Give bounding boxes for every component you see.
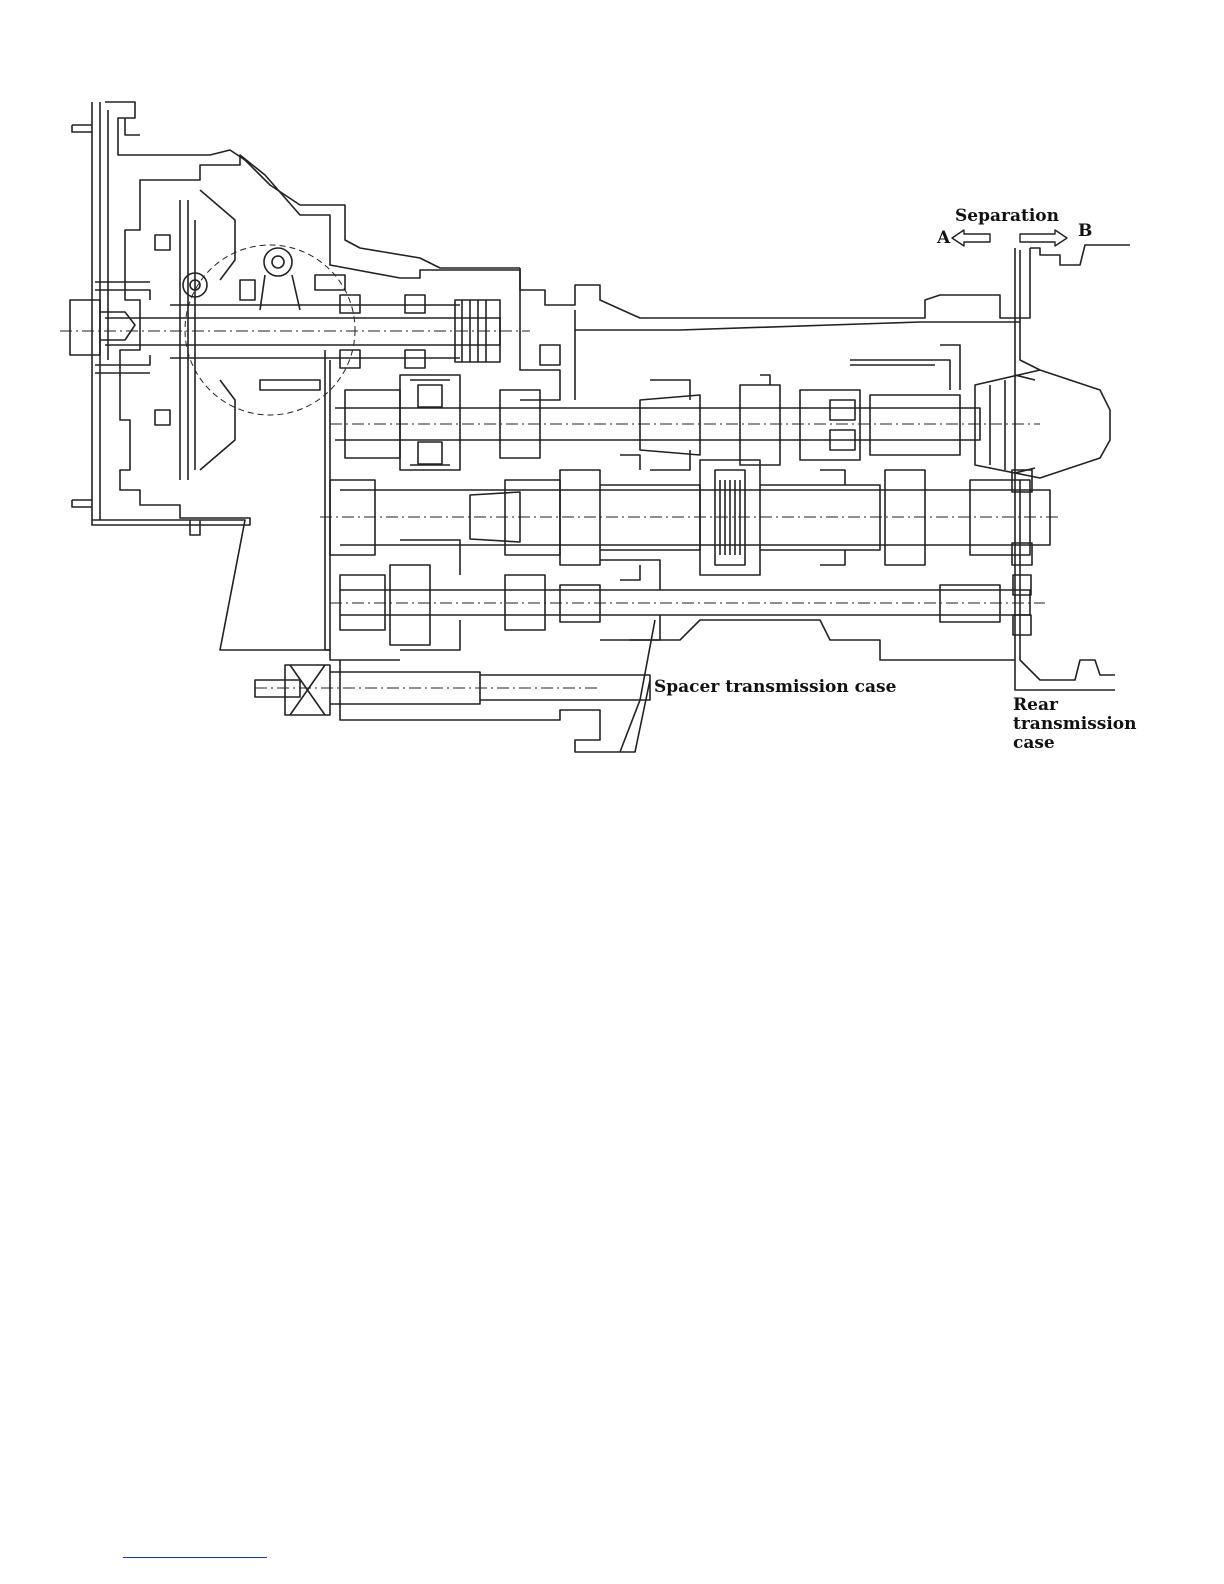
arrow-left-a (952, 230, 990, 246)
side-a-label: A (937, 229, 950, 248)
lower-shaft (330, 540, 1045, 660)
spacer-transmission-case-label: Spacer transmission case (654, 678, 896, 697)
separation-label: Separation (955, 207, 1059, 226)
rear-transmission-case-label: Rear transmission case (1013, 696, 1137, 753)
side-b-label: B (1078, 222, 1092, 241)
main-shaft (320, 455, 1060, 580)
upper-gear-row (330, 345, 1040, 470)
transmission-cross-section-diagram (0, 0, 1224, 800)
rear-case-line: case (1013, 734, 1137, 753)
footer-link-rule (123, 1557, 267, 1558)
separation-arrows (952, 230, 1067, 246)
clutch-assembly (70, 190, 355, 480)
rear-case-line: Rear (1013, 696, 1137, 715)
front-housing (72, 102, 520, 650)
arrow-right-b (1020, 230, 1067, 246)
rear-case-line: transmission (1013, 715, 1137, 734)
bottom-extension (255, 620, 655, 752)
